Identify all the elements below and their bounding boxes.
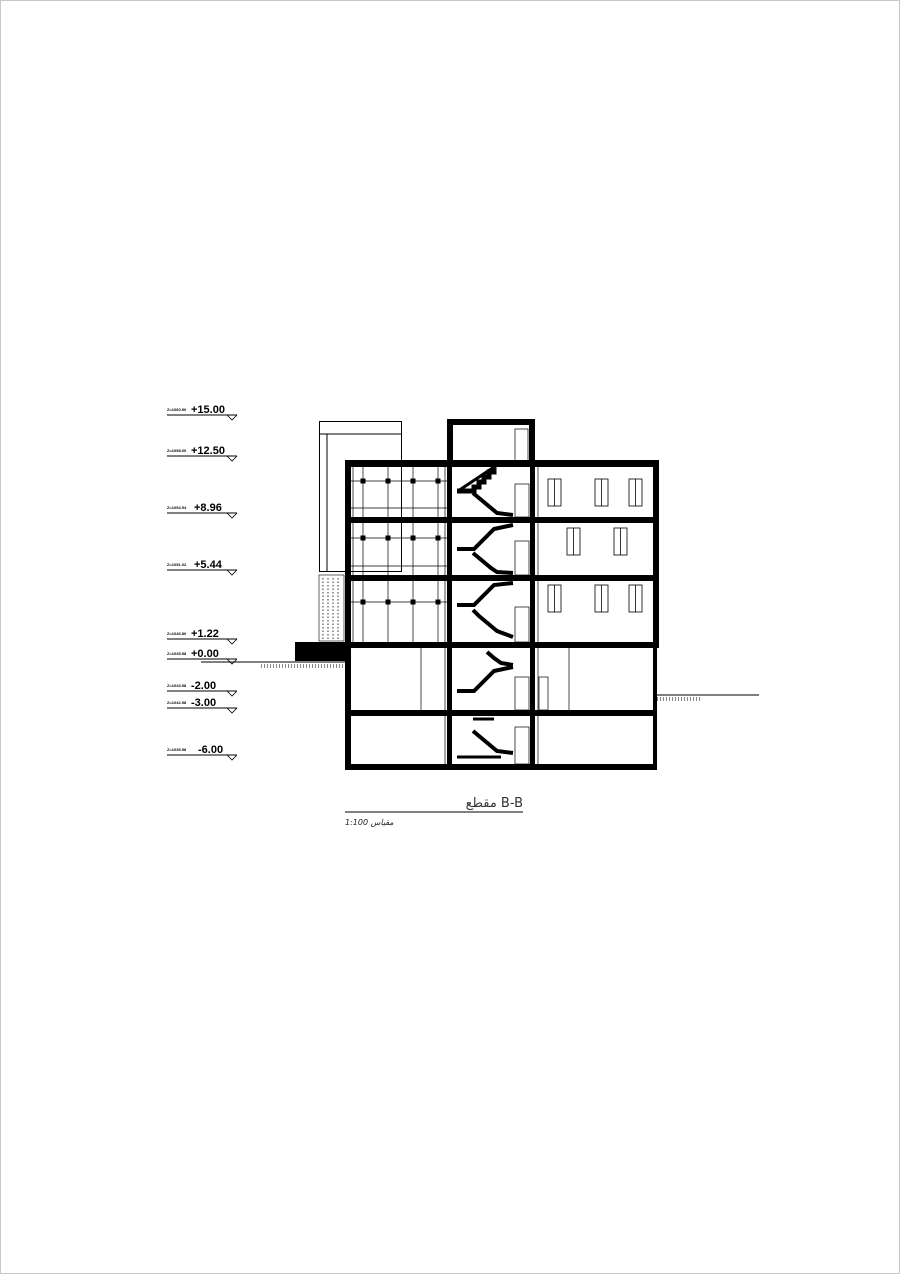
- level-marker: Z=1060.50 +15.00: [167, 404, 238, 421]
- level-label: -3.00: [191, 697, 216, 709]
- building-frame: [345, 460, 659, 770]
- level-marker: Z=1042.58 -3.00: [167, 697, 238, 714]
- level-label: -6.00: [198, 744, 223, 756]
- stair-core-lines: [444, 467, 539, 764]
- scale-label: 1:100 مقیاس: [345, 818, 394, 827]
- basement-partitions: [420, 648, 570, 710]
- level-absolute-label: Z=1045.58: [167, 651, 187, 656]
- curtain-wall: [351, 467, 447, 642]
- level-label: +15.00: [191, 404, 225, 416]
- level-absolute-label: Z=1046.80: [167, 631, 187, 636]
- ground-line-left: [201, 661, 349, 668]
- stair-doors: [514, 483, 549, 765]
- ground-line-right: [657, 694, 759, 701]
- level-absolute-label: Z=1054.54: [167, 505, 187, 510]
- curtain-wall-nodes: [360, 478, 441, 605]
- level-absolute-label: Z=1039.58: [167, 747, 187, 752]
- level-label: +1.22: [191, 628, 219, 640]
- level-absolute-label: Z=1043.58: [167, 683, 187, 688]
- level-label: +0.00: [191, 648, 219, 660]
- level-absolute-label: Z=1060.50: [167, 407, 187, 412]
- screen-pattern: [322, 578, 339, 639]
- level-marker: Z=1058.00 +12.50: [167, 445, 238, 462]
- level-label: +8.96: [194, 502, 222, 514]
- windows: [547, 478, 658, 613]
- level-marker: Z=1051.02 +5.44: [167, 559, 238, 576]
- level-marker: Z=1046.80 +1.22: [167, 628, 238, 645]
- level-label: -2.00: [191, 680, 216, 692]
- facade-box: [319, 421, 402, 572]
- roof-door: [514, 428, 529, 462]
- level-markers: Z=1060.50 +15.00 Z=1058.00 +12.50 Z=1054…: [167, 404, 238, 761]
- level-marker: Z=1043.58 -2.00: [167, 680, 238, 697]
- level-marker: Z=1039.58 -6.00: [167, 744, 238, 761]
- level-absolute-label: Z=1051.02: [167, 562, 187, 567]
- level-absolute-label: Z=1058.00: [167, 448, 187, 453]
- stair-core-roof: [447, 419, 535, 465]
- entrance-slab: [295, 642, 349, 661]
- staircase: [457, 465, 514, 759]
- level-label: +5.44: [194, 559, 223, 571]
- section-title: مقطع B-B: [466, 796, 523, 811]
- level-label: +12.50: [191, 445, 225, 457]
- perforated-screen: [318, 574, 345, 642]
- section-title-block: مقطع B-B 1:100 مقیاس: [345, 796, 523, 827]
- level-marker: Z=1045.58 +0.00: [167, 648, 238, 665]
- level-marker: Z=1054.54 +8.96: [167, 502, 238, 519]
- level-absolute-label: Z=1042.58: [167, 700, 187, 705]
